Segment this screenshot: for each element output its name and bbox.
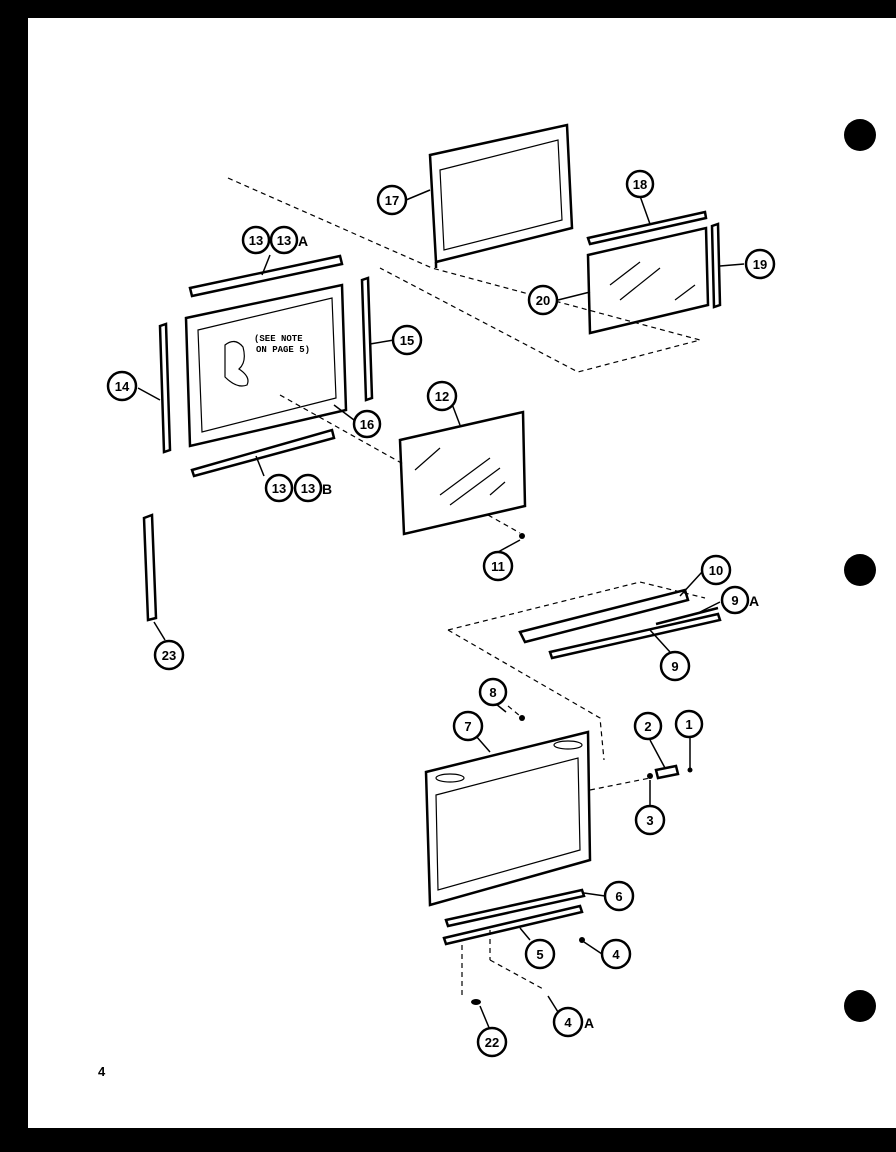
svg-text:6: 6 xyxy=(615,889,622,904)
callout-17: 17 xyxy=(376,184,408,216)
svg-text:13: 13 xyxy=(249,233,263,248)
dashed-outline-upper xyxy=(227,177,703,373)
svg-text:3: 3 xyxy=(646,813,653,828)
callout-14: 14 xyxy=(106,370,138,402)
svg-text:8: 8 xyxy=(489,685,496,700)
callout-4a: 4 xyxy=(552,1006,584,1038)
callout-15: 15 xyxy=(391,324,423,356)
part-9-channel xyxy=(548,612,722,660)
binder-hole-top xyxy=(844,119,876,151)
part-16-outer-door-frame xyxy=(184,283,348,448)
callout-1: 1 xyxy=(674,709,704,739)
callout-4: 4 xyxy=(600,938,632,970)
part-13b-bottom-trim xyxy=(190,428,336,478)
suffix-9a: A xyxy=(749,593,759,609)
see-note-line-1: (SEE NOTE xyxy=(254,334,303,344)
svg-text:14: 14 xyxy=(115,379,130,394)
svg-text:13: 13 xyxy=(277,233,291,248)
callout-7: 7 xyxy=(452,710,484,742)
callout-13a-first: 13 xyxy=(241,225,271,255)
see-note-line-2: ON PAGE 5) xyxy=(256,345,310,355)
svg-text:4: 4 xyxy=(612,947,620,962)
callout-8: 8 xyxy=(478,677,508,707)
part-1-screw xyxy=(687,767,693,773)
svg-text:18: 18 xyxy=(633,177,647,192)
callout-10: 10 xyxy=(700,554,732,586)
part-2-handle-clip xyxy=(654,764,680,780)
part-8-screw xyxy=(519,715,525,721)
callout-19: 19 xyxy=(744,248,776,280)
part-7-outer-door-panel xyxy=(424,730,592,907)
callout-23: 23 xyxy=(153,639,185,671)
svg-text:20: 20 xyxy=(536,293,550,308)
callout-13a-second: 13 xyxy=(269,225,299,255)
part-20-glass-panel xyxy=(586,226,710,335)
callout-6: 6 xyxy=(603,880,635,912)
svg-text:9: 9 xyxy=(671,659,678,674)
svg-text:5: 5 xyxy=(536,947,543,962)
svg-text:13: 13 xyxy=(301,481,315,496)
leader-lines xyxy=(137,189,745,1031)
part-19-side-trim xyxy=(710,222,722,309)
diagram-sheet xyxy=(28,18,896,1128)
dashed-line-8 xyxy=(507,705,521,717)
dashed-line-11 xyxy=(487,514,521,534)
part-18-top-trim xyxy=(586,210,708,246)
callout-16: 16 xyxy=(352,409,382,439)
suffix-13a: A xyxy=(298,233,308,249)
svg-text:23: 23 xyxy=(162,648,176,663)
part-23-vertical-strip xyxy=(142,513,158,622)
part-5-bottom-strip xyxy=(442,904,584,946)
svg-text:15: 15 xyxy=(400,333,414,348)
svg-text:19: 19 xyxy=(753,257,767,272)
part-4-screw xyxy=(579,937,585,943)
part-3-screw xyxy=(647,773,653,779)
part-10-top-channel xyxy=(518,588,690,644)
part-13a-top-trim xyxy=(188,254,344,298)
svg-text:10: 10 xyxy=(709,563,723,578)
suffix-13b: B xyxy=(322,481,332,497)
callout-5: 5 xyxy=(524,938,556,970)
dashed-outline-lower-2 xyxy=(447,629,605,761)
svg-text:17: 17 xyxy=(385,193,399,208)
svg-text:22: 22 xyxy=(485,1035,499,1050)
callout-12: 12 xyxy=(426,380,458,412)
svg-text:2: 2 xyxy=(644,719,651,734)
callout-2: 2 xyxy=(633,711,663,741)
svg-text:9: 9 xyxy=(731,593,738,608)
binder-hole-bottom xyxy=(844,990,876,1022)
part-22-pin xyxy=(471,999,481,1005)
dashed-outline-lower xyxy=(447,581,706,631)
part-9a-strip xyxy=(655,606,719,626)
callout-22: 22 xyxy=(476,1026,508,1058)
callout-13b-second: 13 xyxy=(293,473,323,503)
part-17-inner-door-frame xyxy=(428,123,574,268)
callout-11: 11 xyxy=(482,550,514,582)
svg-text:7: 7 xyxy=(464,719,471,734)
callout-18: 18 xyxy=(625,169,655,199)
binder-hole-middle xyxy=(844,554,876,586)
part-14-left-side-trim xyxy=(158,322,172,454)
callout-3: 3 xyxy=(634,804,666,836)
callout-13b-first: 13 xyxy=(264,473,294,503)
dashed-line-glass xyxy=(279,394,406,466)
svg-text:11: 11 xyxy=(491,559,505,574)
part-15-right-side-trim xyxy=(360,276,374,402)
callout-9a: 9 xyxy=(720,585,750,615)
part-11-screw xyxy=(519,533,525,539)
dashed-line-handle xyxy=(589,777,651,791)
svg-text:1: 1 xyxy=(685,717,692,732)
part-12-inner-glass xyxy=(398,410,527,536)
svg-text:4: 4 xyxy=(564,1015,572,1030)
callout-20: 20 xyxy=(527,284,559,316)
suffix-4a: A xyxy=(584,1015,594,1031)
svg-text:12: 12 xyxy=(435,389,449,404)
svg-text:16: 16 xyxy=(360,417,374,432)
dashed-line-4a-b xyxy=(489,959,546,991)
svg-text:13: 13 xyxy=(272,481,286,496)
page-number: 4 xyxy=(98,1064,106,1079)
callout-9: 9 xyxy=(659,650,691,682)
part-6-hinge-strip xyxy=(444,888,586,928)
